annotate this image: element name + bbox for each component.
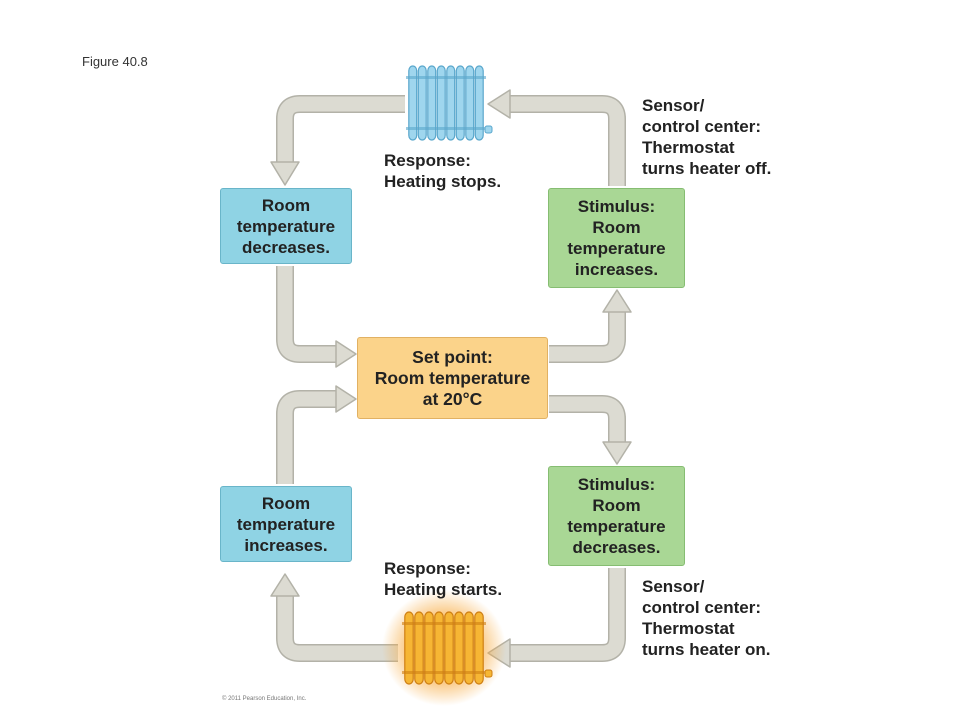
arrowhead-into-setpoint-bottom	[335, 385, 357, 413]
heater-layer	[382, 65, 506, 706]
stimulus-increases-box: Stimulus: Room temperature increases.	[548, 188, 685, 288]
arrow-increases-to-setpoint	[276, 390, 336, 484]
arrow-heater-to-decreases	[276, 95, 405, 162]
arrow-setpoint-to-stimulus-increases	[549, 312, 626, 363]
sensor-heater-off-label: Sensor/ control center: Thermostat turns…	[642, 96, 772, 178]
set-point-box: Set point: Room temperature at 20°C	[357, 337, 548, 419]
room-temperature-decreases-box: Room temperature decreases.	[220, 188, 352, 264]
response-heating-starts-label: Response: Heating starts.	[384, 559, 503, 599]
arrow-heater-to-increases	[276, 596, 398, 662]
arrowhead-into-stimulus-decreases	[602, 441, 632, 465]
copyright-text: © 2011 Pearson Education, Inc.	[222, 696, 307, 702]
arrow-stimulus-to-heater-off	[510, 95, 626, 186]
stimulus-decreases-box: Stimulus: Room temperature decreases.	[548, 466, 685, 566]
arrowhead-into-heater-off	[487, 89, 511, 119]
arrow-stimulus-to-heater-on	[510, 568, 626, 662]
arrowhead-into-increases	[270, 573, 300, 597]
arrow-decreases-to-setpoint	[276, 266, 336, 363]
figure-label: Figure 40.8	[82, 54, 148, 69]
room-temperature-increases-box: Room temperature increases.	[220, 486, 352, 562]
arrowhead-into-stimulus-increases	[602, 289, 632, 313]
arrowhead-into-setpoint-top	[335, 340, 357, 368]
radiator-on-icon	[382, 590, 506, 706]
sensor-heater-on-label: Sensor/ control center: Thermostat turns…	[642, 577, 771, 659]
radiator-off-icon	[406, 65, 493, 141]
arrowhead-into-decreases	[270, 161, 300, 186]
response-heating-stops-label: Response: Heating stops.	[384, 151, 502, 191]
arrow-setpoint-to-stimulus-decreases	[549, 395, 626, 442]
